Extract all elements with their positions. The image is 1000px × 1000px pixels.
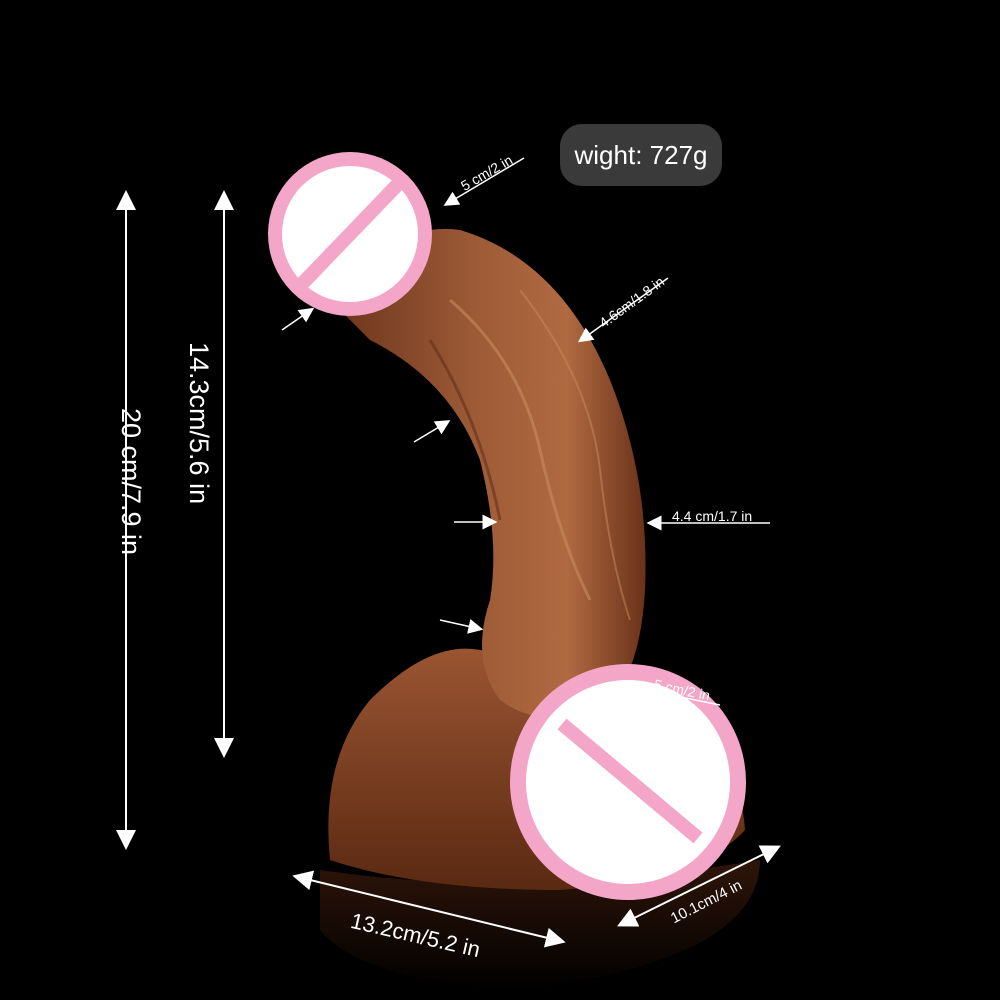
vein-detail [519, 289, 631, 621]
total-length-label: 20 cm/7.9 in [116, 408, 146, 556]
vein-detail [428, 339, 502, 521]
measure-base-width [292, 870, 566, 948]
weight-badge: wight: 727g [560, 124, 722, 186]
measure-base-shaft-left [439, 619, 484, 634]
vein-detail [449, 298, 592, 601]
measure-base-depth [617, 845, 781, 927]
mid-diameter-label: 4.4 cm/1.7 in [672, 508, 753, 524]
measure-upper-left [413, 420, 451, 443]
measure-head-tick [443, 157, 525, 206]
measure-head-left [281, 307, 315, 331]
measure-base-shaft-right [628, 682, 721, 706]
measure-upper-tick [577, 277, 669, 343]
insertable-length-label: 14.3cm/5.6 in [184, 342, 214, 505]
censor-circle-bottom [510, 664, 746, 900]
censor-circle-top [268, 152, 432, 316]
